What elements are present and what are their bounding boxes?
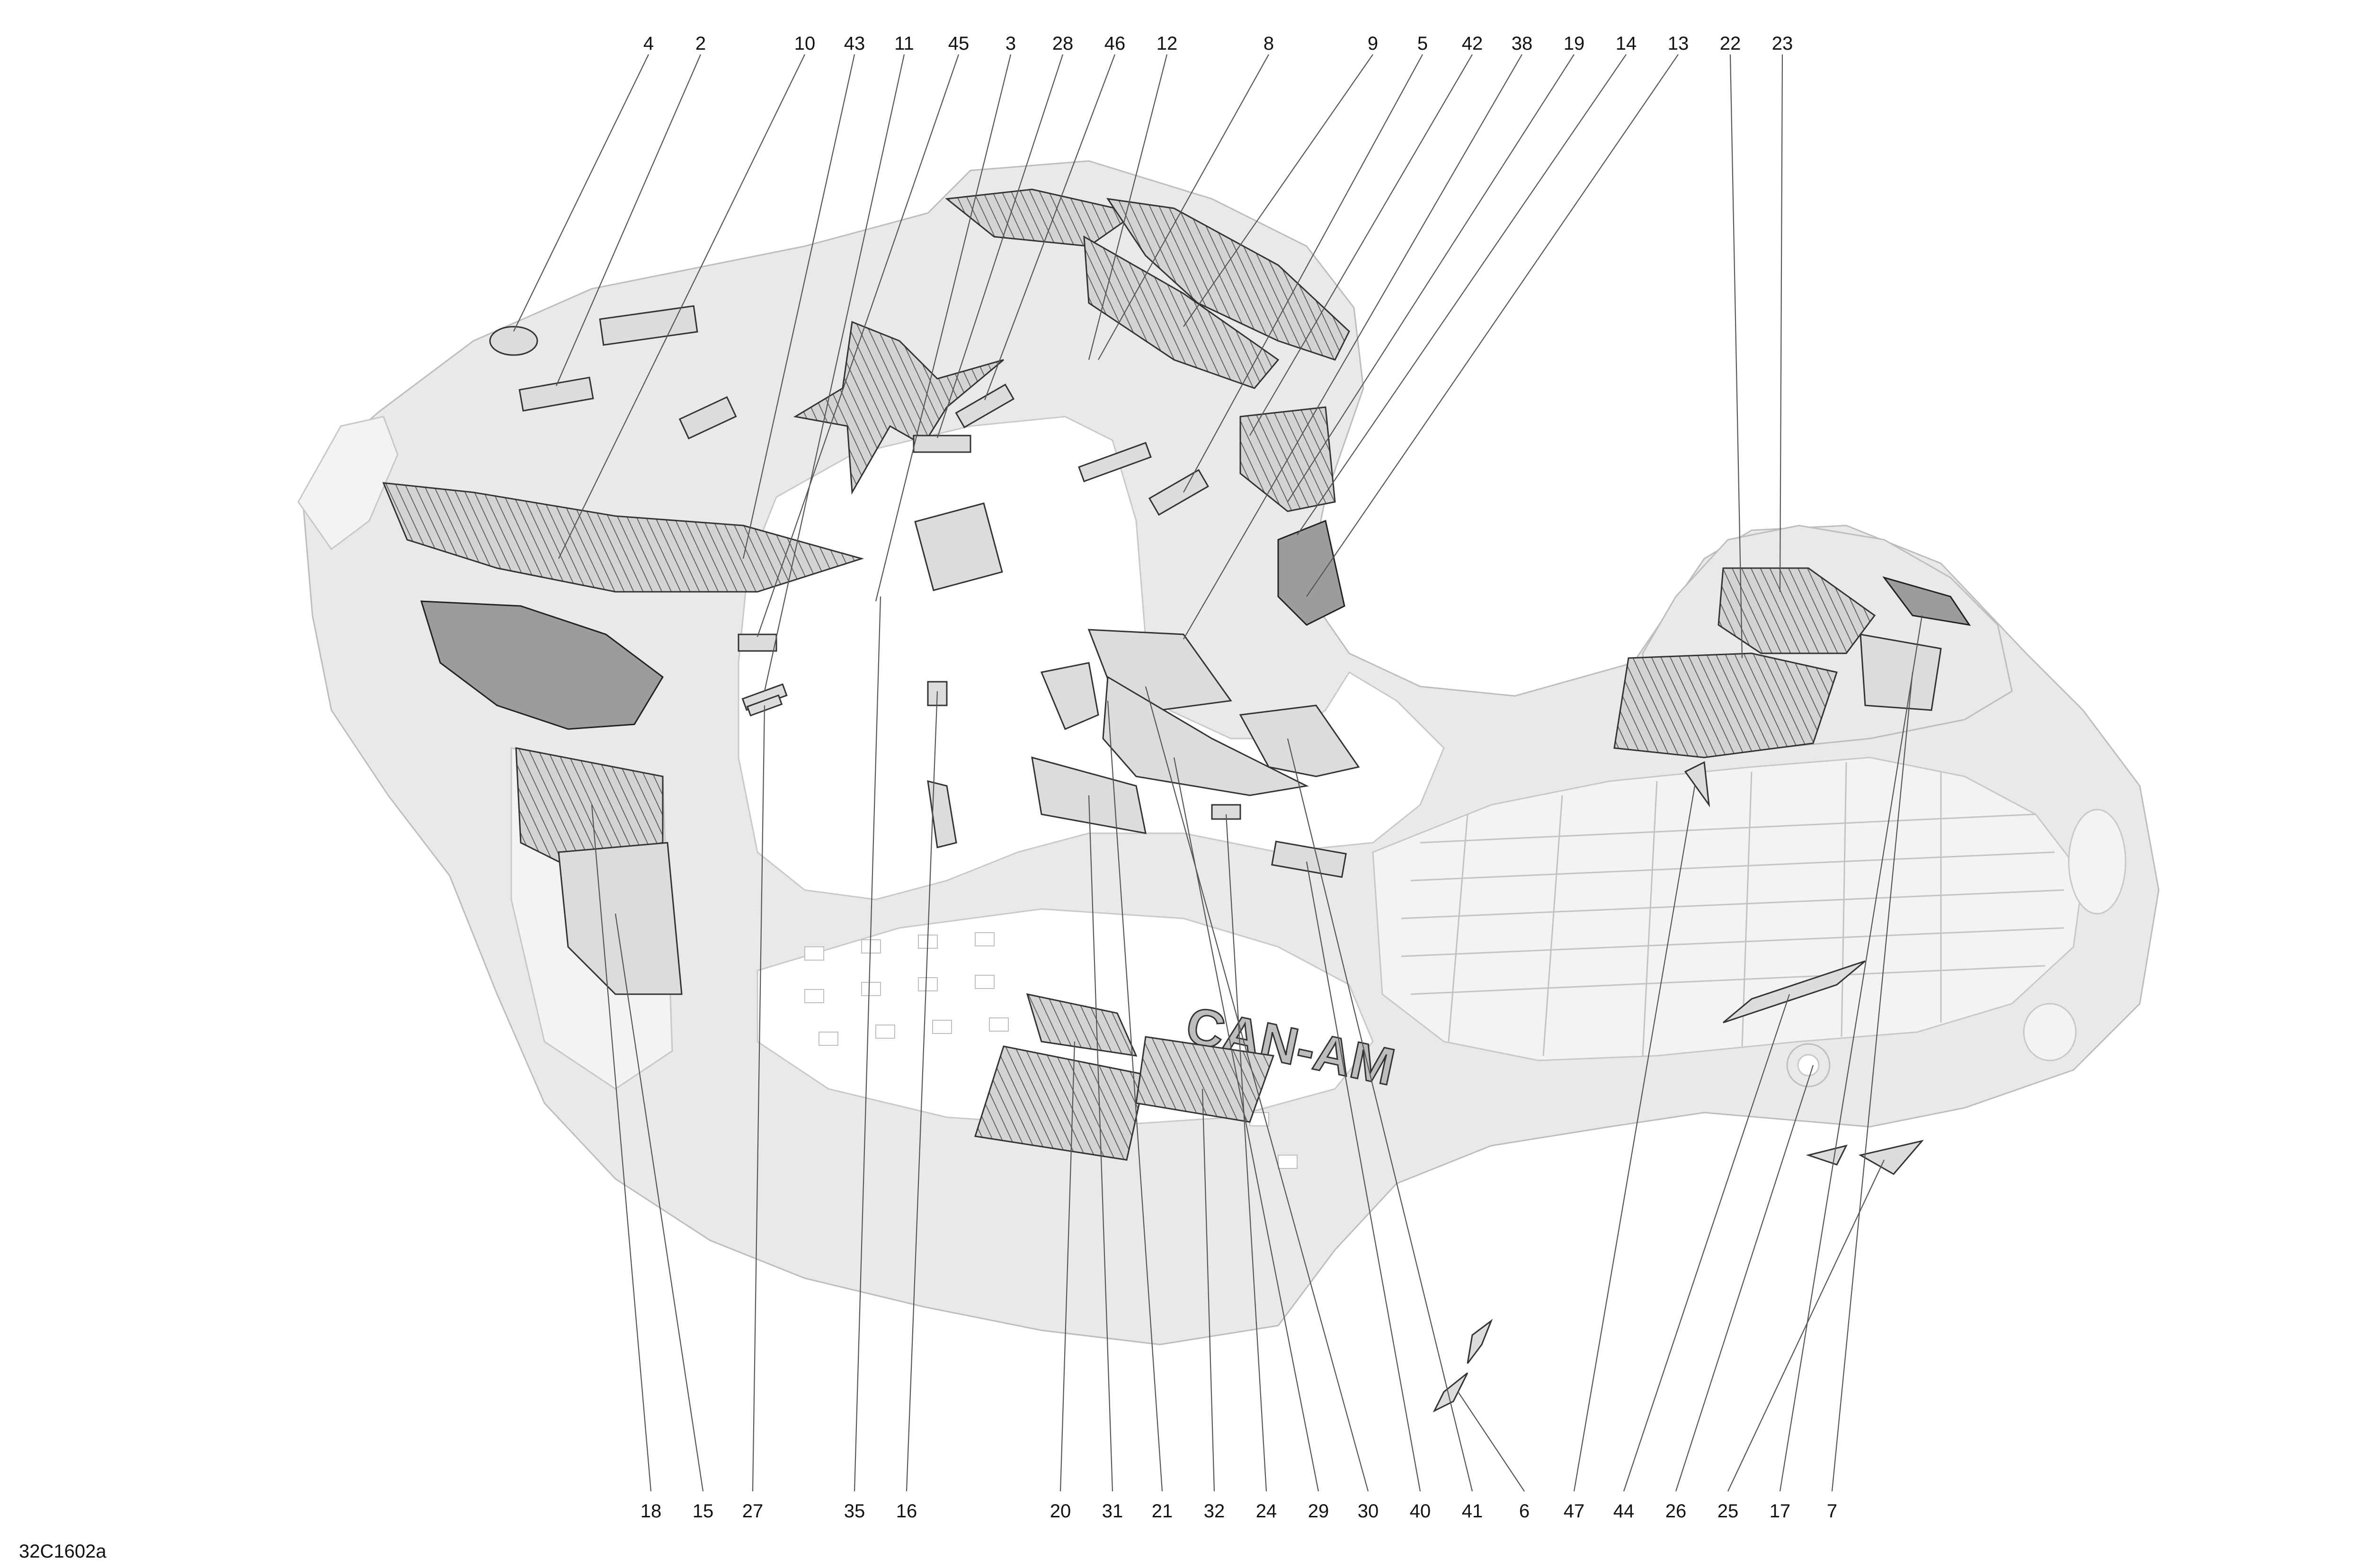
callout-35: 35 (844, 1501, 865, 1522)
callout-3: 3 (1006, 33, 1016, 54)
decal-45 (738, 633, 777, 652)
callout-7: 7 (1827, 1501, 1837, 1522)
decal-35 (927, 780, 957, 848)
decal-24 (1040, 662, 1099, 730)
decal-8 (1106, 198, 1350, 361)
callout-38: 38 (1512, 33, 1533, 54)
fuel-cap-center (1797, 1054, 1820, 1077)
callout-25: 25 (1717, 1501, 1739, 1522)
decal-9 (1083, 235, 1280, 389)
decal-20 (1026, 993, 1138, 1057)
callout-16: 16 (896, 1501, 917, 1522)
tail-light (2068, 809, 2127, 915)
decal-hood-rect (599, 305, 698, 346)
callout-31: 31 (1102, 1501, 1123, 1522)
decal-15 (558, 842, 683, 995)
leader-lines-bottom (591, 596, 1923, 1492)
decal-47 (1684, 761, 1710, 808)
decal-44 (1723, 960, 1866, 1024)
callout-13: 13 (1668, 33, 1689, 54)
callout-30: 30 (1358, 1501, 1379, 1522)
decal-30 (1271, 840, 1347, 878)
callout-9: 9 (1368, 33, 1378, 54)
decal-46 (955, 383, 1015, 428)
decal-7 (1860, 633, 1942, 711)
callout-12: 12 (1157, 33, 1178, 54)
decal-29 (1102, 676, 1309, 796)
callout-24: 24 (1256, 1501, 1277, 1522)
callout-28: 28 (1052, 33, 1074, 54)
callout-17: 17 (1770, 1501, 1791, 1522)
decal-6b (1433, 1372, 1468, 1413)
callout-45: 45 (948, 33, 970, 54)
callout-15: 15 (693, 1501, 714, 1522)
callout-40: 40 (1410, 1501, 1431, 1522)
leader-lines-top (513, 54, 1783, 692)
decal-2 (518, 376, 594, 412)
callout-29: 29 (1308, 1501, 1329, 1522)
callout-6: 6 (1519, 1501, 1530, 1522)
decal-21-floor (1135, 1036, 1275, 1123)
callout-27: 27 (742, 1501, 764, 1522)
callouts-top: 4 2 10 43 11 45 3 28 46 12 8 9 5 42 38 1… (643, 33, 1793, 54)
callout-2: 2 (695, 33, 706, 54)
callout-11: 11 (894, 33, 914, 54)
decal-17 (1882, 576, 1971, 626)
decal-26 (1806, 1144, 1848, 1166)
callout-41: 41 (1462, 1501, 1483, 1522)
callout-18: 18 (641, 1501, 662, 1522)
callout-22: 22 (1720, 33, 1741, 54)
callout-42: 42 (1462, 33, 1483, 54)
callout-4: 4 (643, 33, 654, 54)
callout-26: 26 (1665, 1501, 1687, 1522)
callout-14: 14 (1616, 33, 1637, 54)
decal-6a (1467, 1319, 1493, 1364)
tail-reflector (2023, 1003, 2077, 1061)
decal-22 (1613, 652, 1838, 758)
callout-8: 8 (1264, 33, 1274, 54)
decal-23 (1717, 567, 1876, 654)
decal-10 (382, 482, 864, 593)
rack-grid (1401, 762, 2064, 1056)
callout-5: 5 (1417, 33, 1428, 54)
callout-46: 46 (1104, 33, 1126, 54)
decal-28 (913, 435, 971, 453)
decal-25 (1858, 1140, 1924, 1175)
callout-32: 32 (1204, 1501, 1225, 1522)
callout-47: 47 (1564, 1501, 1585, 1522)
callout-20: 20 (1050, 1501, 1071, 1522)
callout-44: 44 (1613, 1501, 1635, 1522)
decal-43 (678, 396, 737, 440)
decal-42 (1078, 442, 1152, 482)
callout-19: 19 (1564, 33, 1585, 54)
figure-code: 32C1602a (19, 1541, 107, 1562)
decal-3 (914, 502, 1003, 591)
front-bumper (297, 416, 399, 551)
callout-21: 21 (1152, 1501, 1173, 1522)
decal-13 (1277, 519, 1345, 626)
decal-front-logo (420, 600, 664, 730)
callouts-bottom: 18 15 27 35 16 20 31 21 32 24 29 30 40 4… (641, 1501, 1837, 1522)
decal-5 (1148, 469, 1210, 516)
callout-10: 10 (794, 33, 816, 54)
decal-41 (1239, 704, 1360, 777)
decal-4 (489, 326, 538, 356)
callout-23: 23 (1772, 33, 1793, 54)
callout-43: 43 (844, 33, 865, 54)
decal-x-logo (793, 321, 1004, 495)
